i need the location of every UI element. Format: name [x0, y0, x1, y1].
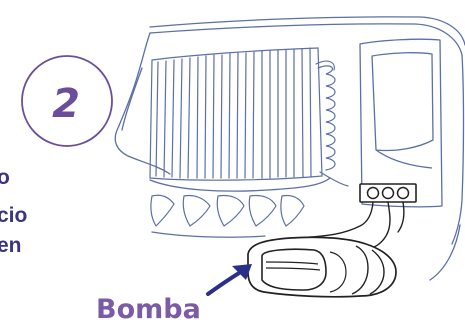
terminal-screw	[396, 186, 410, 200]
louver	[150, 194, 175, 227]
evaporator-coil	[149, 47, 349, 187]
side-text: o cio en	[0, 166, 27, 257]
louver	[280, 194, 305, 227]
coil-outline	[149, 47, 323, 181]
coil-tubing	[317, 65, 336, 171]
step-badge: 2	[21, 55, 113, 147]
terminal-screw	[381, 186, 395, 200]
louver	[248, 194, 277, 227]
side-text-line-1: o	[0, 166, 10, 189]
callout-arrow	[206, 264, 252, 296]
terminal-screw	[366, 186, 380, 200]
unit-housing	[114, 16, 465, 281]
terminal-block	[359, 183, 417, 203]
step-number: 2	[52, 81, 80, 127]
louvers	[150, 194, 305, 227]
louver	[182, 194, 211, 227]
step-circle	[21, 55, 113, 147]
control-box	[359, 38, 443, 208]
side-text-line-3: en	[0, 234, 22, 257]
callout-label: Bomba	[96, 294, 201, 325]
drain-pump	[247, 236, 397, 298]
louver	[216, 194, 245, 227]
side-text-line-2: cio	[0, 204, 27, 227]
